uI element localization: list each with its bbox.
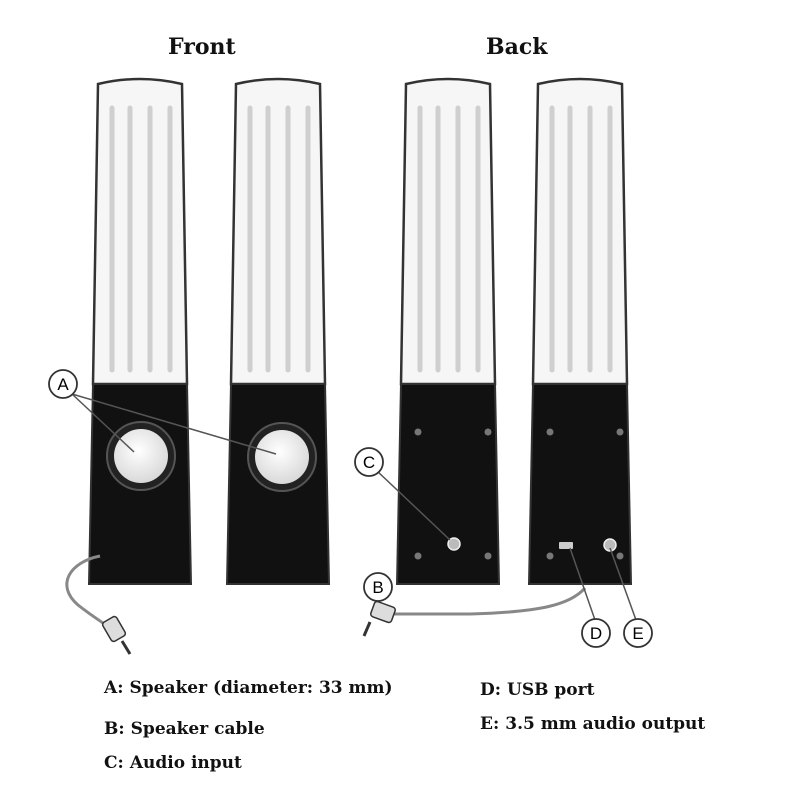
callout-e-label: E xyxy=(632,624,643,643)
back-cable xyxy=(392,586,587,616)
front-left-tube-stripes xyxy=(109,105,173,373)
front-cable xyxy=(65,554,111,630)
legend-item-a: A:Speaker (diameter: 33 mm) xyxy=(104,678,393,698)
back-jack-plug xyxy=(362,600,396,637)
callout-a-label: A xyxy=(57,375,69,394)
back-left-tube-stripes xyxy=(417,105,481,373)
callout-line-c xyxy=(375,469,451,541)
front-heading: Front xyxy=(168,34,236,60)
legend-item-b: B:Speaker cable xyxy=(104,719,265,739)
front-left-speaker-cone xyxy=(114,429,168,483)
front-right-tube xyxy=(229,77,327,386)
callout-line-d xyxy=(569,547,596,621)
legend-item-e: E:3.5 mm audio output xyxy=(480,714,706,734)
legend-item-c: C:Audio input xyxy=(104,753,242,773)
front-left-speaker xyxy=(87,77,193,585)
callout-c: C xyxy=(354,447,384,477)
legend-letter: E xyxy=(480,714,493,734)
back-right-screws xyxy=(546,428,624,560)
back-right-base xyxy=(527,383,633,585)
legend-letter: A xyxy=(104,678,118,698)
back-left-screws xyxy=(414,428,492,560)
front-jack-plug xyxy=(101,615,132,655)
front-left-tube xyxy=(91,77,189,386)
callout-d: D xyxy=(581,618,611,648)
callout-b: B xyxy=(363,572,393,602)
legend-text: Speaker cable xyxy=(130,719,265,739)
legend-text: 3.5 mm audio output xyxy=(505,714,706,734)
back-left-speaker xyxy=(395,77,501,585)
legend-text: Audio input xyxy=(129,753,242,773)
callout-e: E xyxy=(623,618,653,648)
legend-item-d: D:USB port xyxy=(480,680,595,700)
legend-text: Speaker (diameter: 33 mm) xyxy=(129,678,393,698)
back-left-tube xyxy=(399,77,497,386)
back-right-tube-stripes xyxy=(549,105,613,373)
usb-port xyxy=(559,542,573,549)
callout-b-label: B xyxy=(372,578,383,597)
legend-letter: D xyxy=(480,680,495,700)
front-right-speaker-cone xyxy=(255,430,309,484)
audio-input-jack xyxy=(447,537,461,551)
front-right-tube-stripes xyxy=(247,105,311,373)
callout-a: A xyxy=(48,369,78,399)
back-right-tube xyxy=(531,77,629,386)
callout-line-a-right xyxy=(71,393,277,455)
callout-line-e xyxy=(609,547,637,621)
front-right-speaker xyxy=(225,77,331,585)
callout-d-label: D xyxy=(590,624,602,643)
back-right-speaker xyxy=(527,77,633,585)
callout-lines xyxy=(71,393,637,621)
back-left-base xyxy=(395,383,501,585)
back-heading: Back xyxy=(486,34,548,60)
legend-letter: B xyxy=(104,719,119,739)
callout-line-a-left xyxy=(71,393,135,453)
legend-letter: C xyxy=(104,753,118,773)
legend-text: USB port xyxy=(507,680,595,700)
callout-c-label: C xyxy=(363,453,375,472)
audio-output-jack xyxy=(603,538,617,552)
